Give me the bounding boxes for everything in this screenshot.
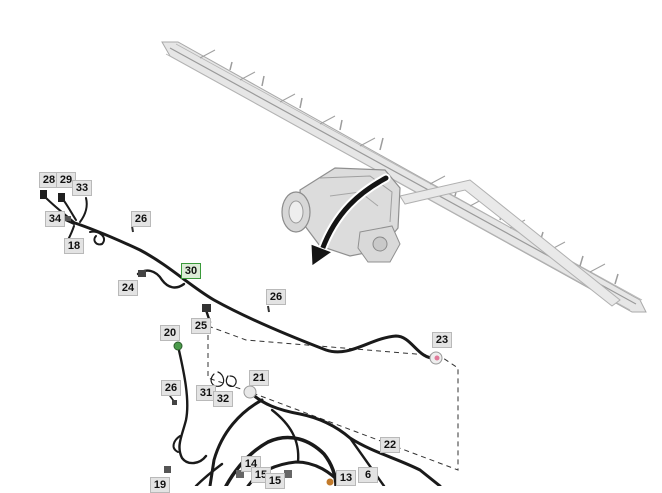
sprayer-boom-illustration [161, 41, 647, 313]
callout-26-middle: 26 [266, 289, 286, 305]
connector-15b [284, 470, 292, 478]
connector-29 [58, 193, 65, 202]
callout-23: 23 [432, 332, 452, 348]
callout-22: 22 [380, 437, 400, 453]
rotation-arrow-icon [310, 173, 391, 267]
callout-21: 21 [249, 370, 269, 386]
connector-23-pin [434, 355, 440, 361]
callout-29: 29 [56, 172, 76, 188]
connector-28 [40, 190, 47, 199]
callout-18: 18 [64, 238, 84, 254]
callout-26-lower: 26 [161, 380, 181, 396]
clip-26-upper [131, 225, 134, 233]
callout-19: 19 [150, 477, 170, 493]
connector-14 [236, 470, 244, 478]
callout-33: 33 [72, 180, 92, 196]
connector-24 [138, 270, 146, 277]
clip-26-middle [267, 305, 270, 313]
connector-21 [243, 385, 257, 399]
callout-13: 13 [336, 470, 356, 486]
clip-26-lower [172, 400, 177, 405]
connector-25 [202, 304, 211, 312]
connector-19 [164, 466, 171, 473]
dashed-routing-guide [207, 325, 459, 471]
callout-34: 34 [45, 211, 65, 227]
callout-24: 24 [118, 280, 138, 296]
callout-6: 6 [358, 467, 378, 483]
connector-34 [64, 216, 71, 221]
callout-28: 28 [39, 172, 59, 188]
callout-32: 32 [213, 391, 233, 407]
connector-13 [326, 478, 334, 486]
connector-20 [173, 341, 183, 351]
callout-25: 25 [191, 318, 211, 334]
callout-26-upper: 26 [131, 211, 151, 227]
callout-15-right: 15 [265, 473, 285, 489]
callout-20: 20 [160, 325, 180, 341]
callout-30: 30 [181, 263, 201, 279]
